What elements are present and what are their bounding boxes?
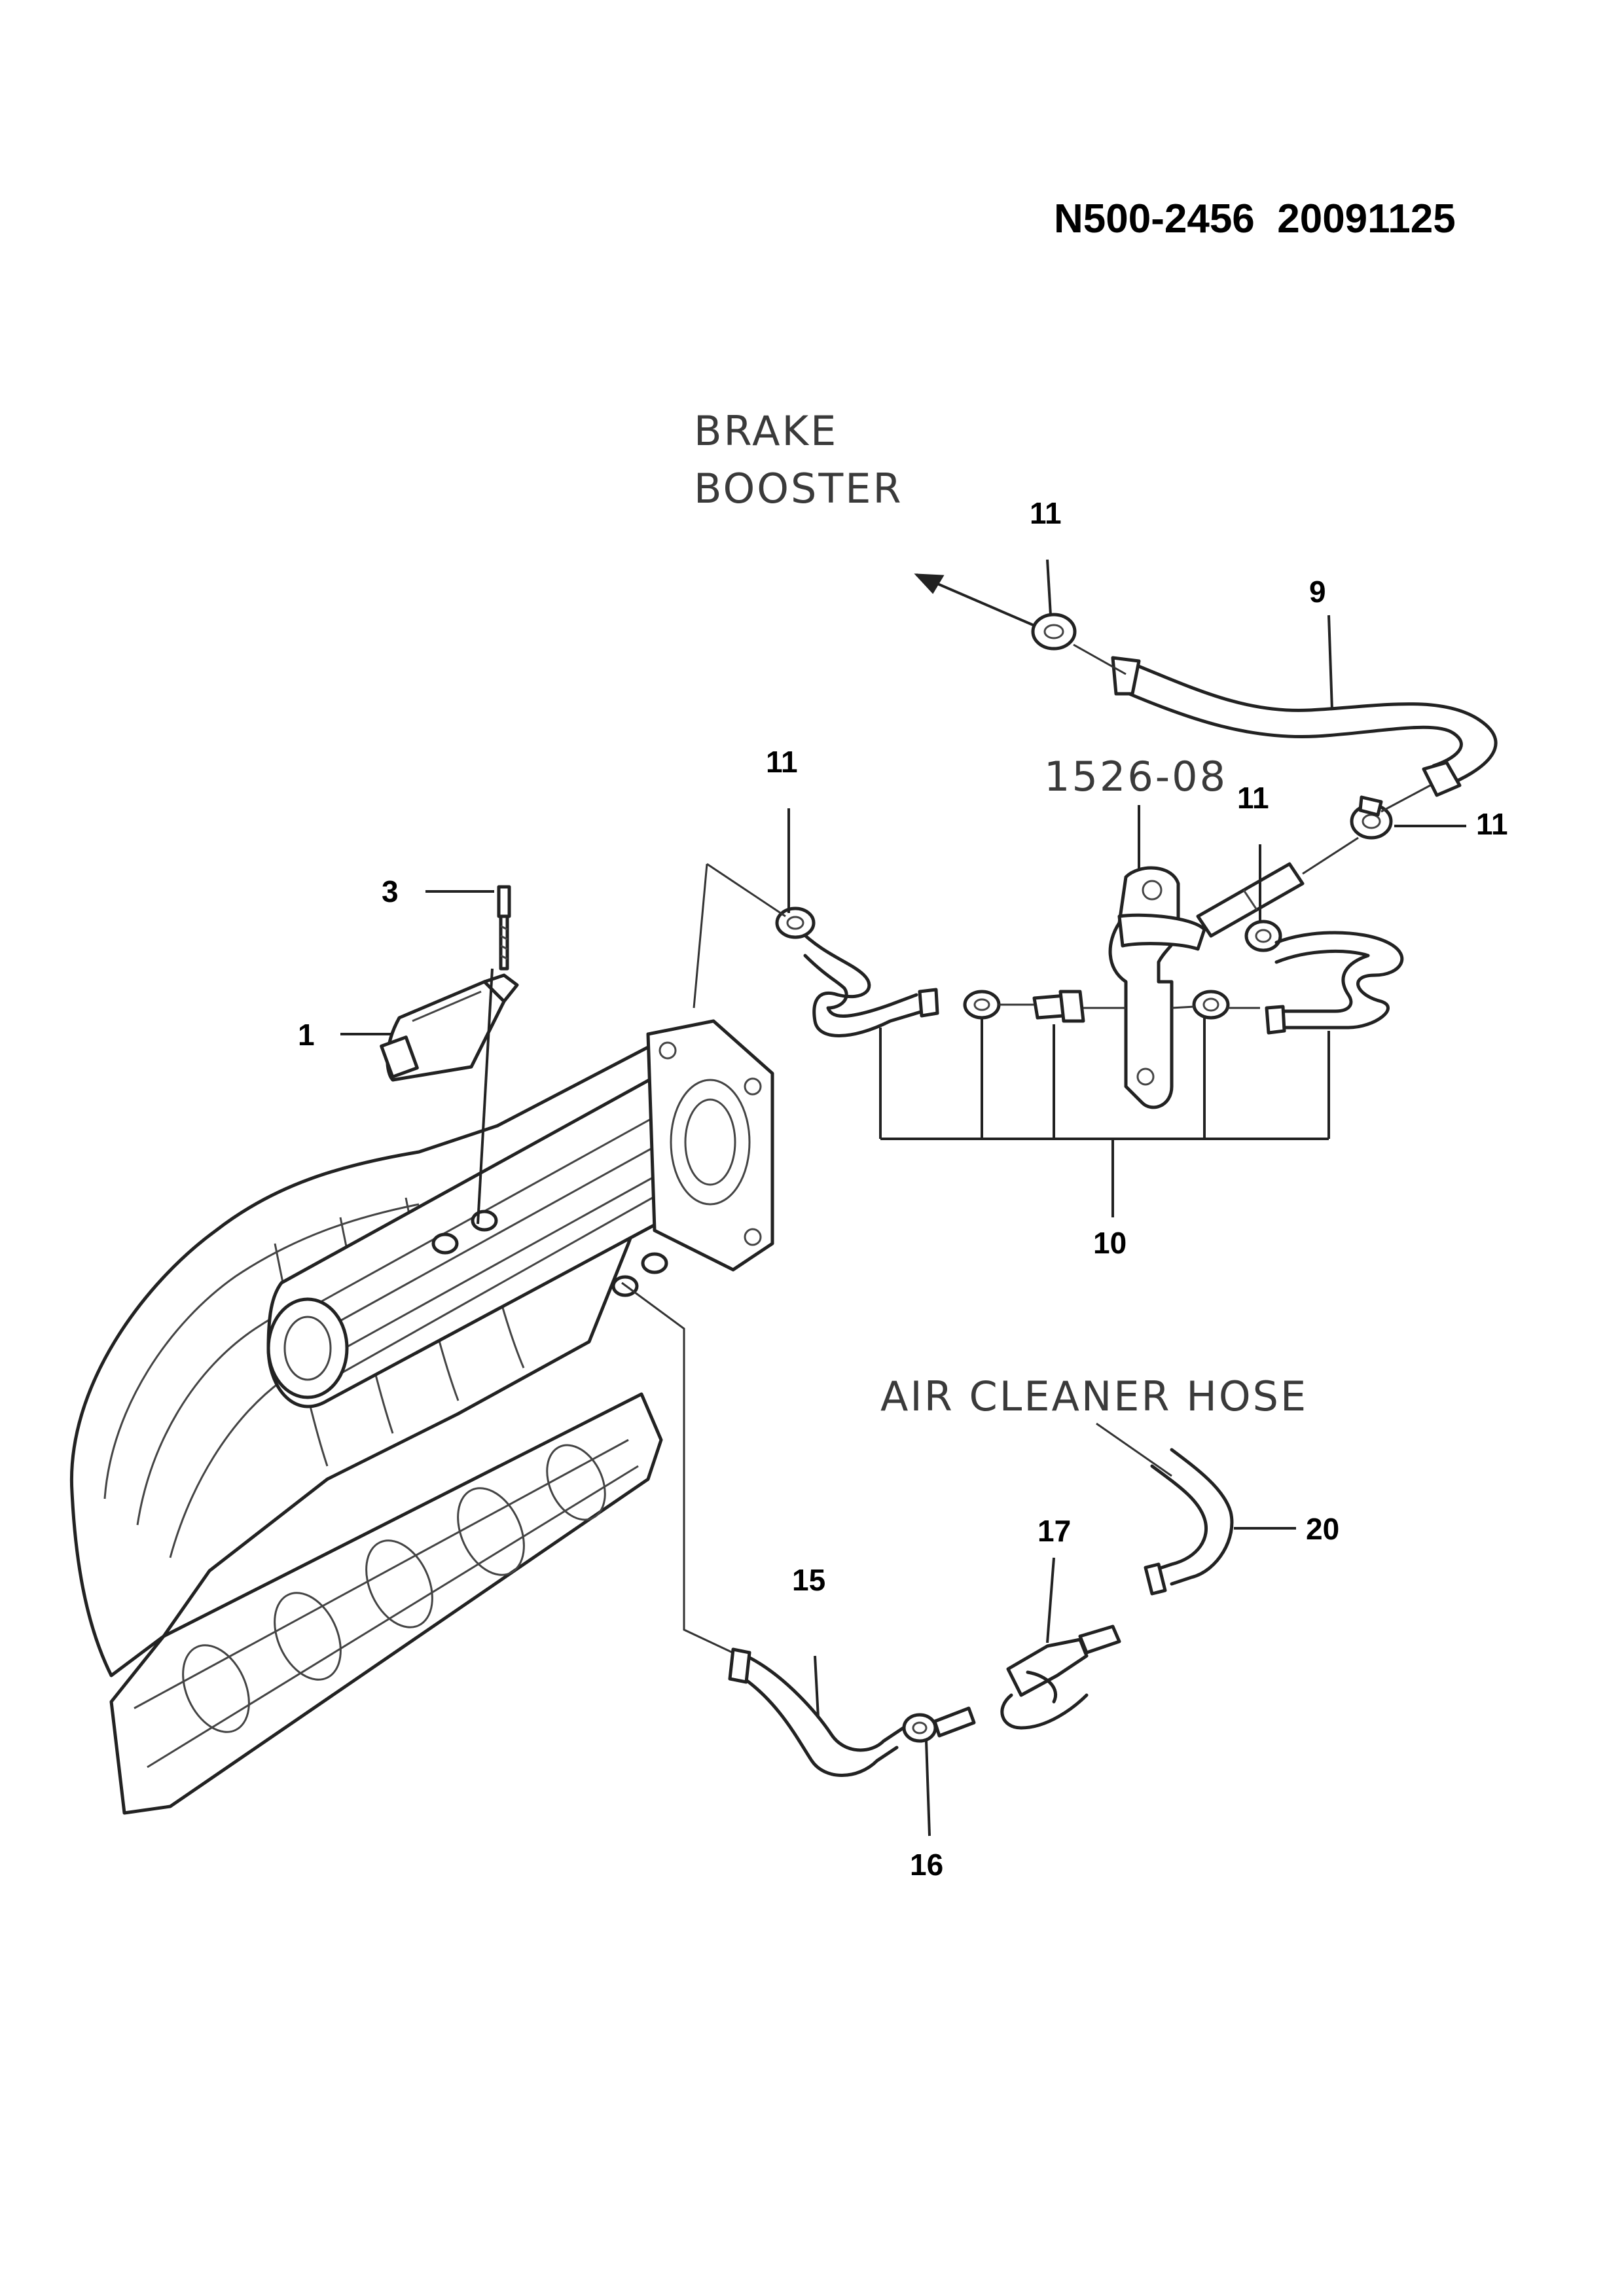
air-cleaner-hose bbox=[1150, 1464, 1208, 1573]
hose-clamp-mid bbox=[1244, 920, 1282, 952]
callout-3: 3 bbox=[382, 874, 399, 908]
hose-clamp-16 bbox=[902, 1706, 976, 1743]
map-sensor bbox=[380, 973, 519, 1082]
hose-clamp-right bbox=[1350, 795, 1393, 840]
callout-11-left: 11 bbox=[766, 745, 798, 779]
brake-booster-label-line1: BRAKE bbox=[694, 407, 838, 455]
brake-booster-label-line2: BOOSTER bbox=[694, 465, 903, 512]
manifold-to-pcv-line bbox=[621, 1282, 740, 1657]
callout-1: 1 bbox=[298, 1018, 315, 1052]
callout-15: 15 bbox=[792, 1563, 825, 1597]
callout-16: 16 bbox=[910, 1848, 943, 1882]
intake-manifold bbox=[69, 1019, 774, 1815]
manifold-to-hose-line bbox=[693, 863, 786, 1009]
bracket-ref-label: 1526-08 bbox=[1044, 753, 1227, 800]
leader-17 bbox=[1046, 1557, 1055, 1643]
document-id: N500-2456 20091125 bbox=[1054, 196, 1456, 242]
callout-11-top: 11 bbox=[1030, 496, 1062, 530]
callout-10: 10 bbox=[1093, 1226, 1127, 1260]
callout-11-mid: 11 bbox=[1237, 781, 1269, 815]
pcv-hose bbox=[744, 1654, 905, 1752]
leader-16 bbox=[925, 1740, 931, 1837]
leader-15 bbox=[814, 1655, 820, 1719]
callout-17: 17 bbox=[1038, 1514, 1071, 1548]
leader-11-top bbox=[1046, 559, 1052, 616]
brake-booster-arrow bbox=[914, 573, 1041, 630]
leader-10-bracket bbox=[879, 1018, 1330, 1217]
callout-11-right: 11 bbox=[1476, 807, 1508, 841]
leader-9 bbox=[1327, 615, 1333, 711]
hose-clamp-top bbox=[1031, 613, 1077, 651]
pcv-valve bbox=[1000, 1624, 1121, 1730]
bolt bbox=[497, 885, 511, 971]
bolt-to-manifold-line bbox=[477, 968, 494, 1225]
air-cleaner-hose-label: AIR CLEANER HOSE bbox=[880, 1372, 1308, 1420]
vacuum-hose bbox=[1124, 659, 1498, 787]
mounting-bracket bbox=[1108, 866, 1206, 1109]
callout-9: 9 bbox=[1309, 575, 1326, 609]
hose-assembly bbox=[775, 906, 1404, 1037]
callout-20: 20 bbox=[1306, 1512, 1339, 1546]
